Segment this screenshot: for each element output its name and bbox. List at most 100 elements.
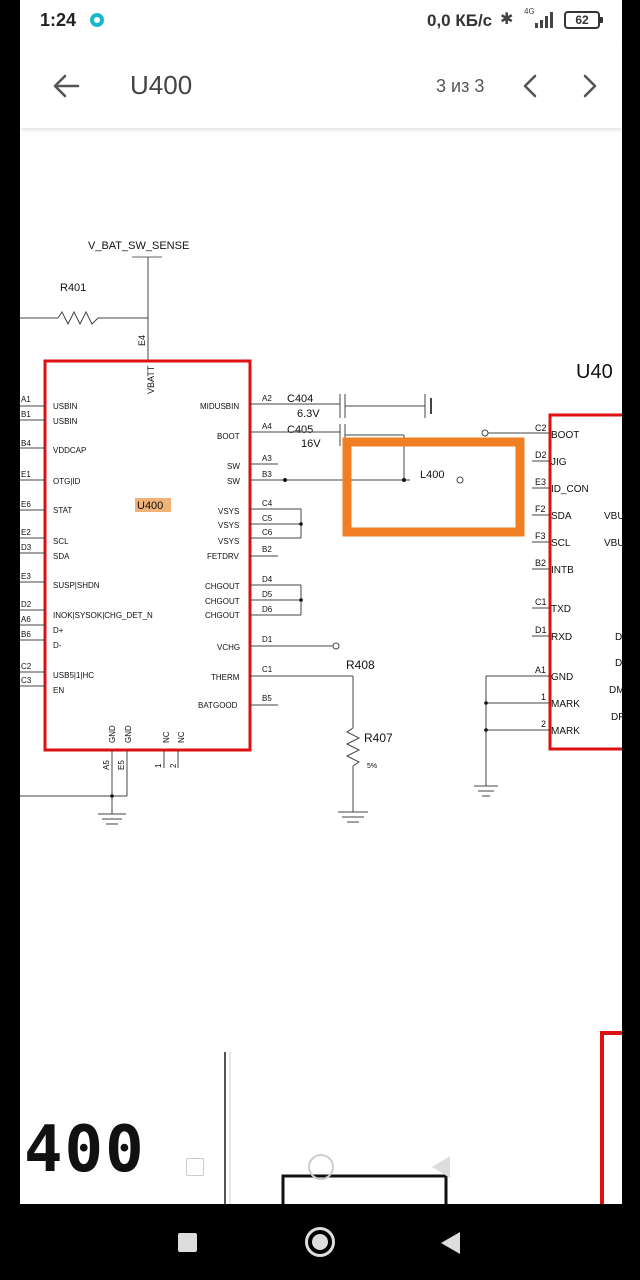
svg-text:E5: E5: [117, 760, 126, 770]
svg-text:MIDUSBIN: MIDUSBIN: [200, 402, 239, 411]
svg-text:MARK: MARK: [551, 726, 580, 737]
svg-text:FETDRV: FETDRV: [207, 552, 240, 561]
ghost-circle-icon: [308, 1154, 334, 1180]
arrow-left-icon[interactable]: [48, 68, 84, 104]
status-bar: 1:24 0,0 КБ/с ✱ 4G 62: [20, 0, 622, 44]
svg-text:INTB: INTB: [551, 565, 574, 576]
svg-text:C1: C1: [535, 597, 547, 607]
svg-text:D-: D-: [53, 641, 62, 650]
system-nav-bar: [0, 1204, 640, 1280]
svg-text:VBU: VBU: [604, 538, 622, 549]
vbatt-label: VBATT: [146, 365, 156, 394]
svg-text:A6: A6: [21, 615, 31, 624]
svg-text:E1: E1: [21, 470, 31, 479]
svg-text:B2: B2: [535, 558, 546, 568]
svg-text:E3: E3: [21, 572, 31, 581]
svg-text:D4: D4: [262, 575, 273, 584]
svg-text:D: D: [615, 632, 622, 643]
svg-text:JIG: JIG: [551, 457, 567, 468]
svg-text:C6: C6: [262, 528, 273, 537]
svg-text:OTG|ID: OTG|ID: [53, 477, 81, 486]
svg-text:VSYS: VSYS: [218, 521, 239, 530]
screen: 1:24 0,0 КБ/с ✱ 4G 62 U400 3 из 3: [20, 0, 622, 1204]
svg-text:EN: EN: [53, 686, 64, 695]
svg-text:D6: D6: [262, 605, 273, 614]
svg-text:D3: D3: [21, 543, 32, 552]
back-icon[interactable]: [441, 1232, 460, 1254]
status-time: 1:24: [40, 10, 77, 30]
r408-label: R408: [346, 658, 375, 672]
svg-text:A1: A1: [535, 665, 546, 675]
svg-text:GND: GND: [108, 725, 117, 743]
svg-text:SUSP|SHDN: SUSP|SHDN: [53, 581, 100, 590]
svg-text:D1: D1: [535, 625, 547, 635]
svg-text:RXD: RXD: [551, 632, 572, 643]
svg-text:DF: DF: [611, 712, 622, 723]
svg-text:B6: B6: [21, 630, 31, 639]
u40-right-label: U40: [576, 361, 613, 383]
svg-text:C3: C3: [21, 676, 32, 685]
svg-text:B2: B2: [262, 545, 272, 554]
recents-icon[interactable]: [178, 1233, 197, 1252]
svg-text:CHGOUT: CHGOUT: [205, 582, 240, 591]
page-fragment-label: 400: [24, 1113, 146, 1187]
bluetooth-icon: ✱: [500, 9, 514, 28]
svg-text:SCL: SCL: [53, 537, 69, 546]
svg-text:C4: C4: [262, 499, 273, 508]
svg-text:SCL: SCL: [551, 538, 571, 549]
net-label: V_BAT_SW_SENSE: [88, 240, 189, 252]
svg-text:E3: E3: [535, 477, 546, 487]
svg-text:VSYS: VSYS: [218, 507, 239, 516]
svg-text:D2: D2: [21, 600, 32, 609]
svg-text:USBIN: USBIN: [53, 417, 78, 426]
svg-text:GND: GND: [124, 725, 133, 743]
app-bar: U400 3 из 3: [20, 44, 622, 128]
chevron-left-icon[interactable]: [517, 68, 543, 104]
ghost-triangle-icon: [432, 1156, 450, 1178]
svg-text:ID_CON: ID_CON: [551, 484, 589, 495]
svg-text:D5: D5: [262, 590, 273, 599]
svg-text:GND: GND: [551, 672, 573, 683]
svg-text:VBU: VBU: [604, 511, 622, 522]
r401-label: R401: [60, 282, 86, 294]
svg-text:F3: F3: [535, 531, 546, 541]
chip-label-bg: [135, 498, 171, 512]
svg-text:BOOT: BOOT: [551, 430, 579, 441]
svg-text:BATGOOD: BATGOOD: [198, 701, 238, 710]
svg-text:A4: A4: [262, 422, 272, 431]
e4-label: E4: [137, 335, 147, 346]
search-result-counter: 3 из 3: [436, 76, 485, 96]
notification-dot-icon: [90, 13, 104, 27]
svg-text:C2: C2: [535, 423, 547, 433]
svg-text:VSYS: VSYS: [218, 537, 239, 546]
c404-value: 6.3V: [297, 408, 320, 420]
svg-text:USBIN: USBIN: [53, 402, 78, 411]
r401-resistor: [57, 310, 99, 326]
u40-right-chip: [548, 413, 622, 751]
svg-text:USB5|1|HC: USB5|1|HC: [53, 671, 94, 680]
r407-resistor: [345, 727, 361, 767]
svg-text:DM: DM: [609, 685, 622, 696]
svg-text:SW: SW: [227, 462, 240, 471]
signal-icon: [535, 12, 553, 28]
svg-text:A1: A1: [21, 395, 31, 404]
svg-text:SDA: SDA: [53, 552, 70, 561]
svg-text:MARK: MARK: [551, 699, 580, 710]
r407-value: 5%: [367, 763, 377, 770]
battery-icon: 62: [564, 11, 603, 29]
ghost-square-icon: [186, 1158, 204, 1176]
chip-label: U400: [137, 500, 163, 512]
svg-text:NC: NC: [162, 731, 171, 743]
home-icon[interactable]: [305, 1227, 335, 1257]
chevron-right-icon[interactable]: [577, 68, 603, 104]
svg-text:D1: D1: [262, 635, 273, 644]
svg-text:SDA: SDA: [551, 511, 572, 522]
c405-value: 16V: [301, 438, 321, 450]
svg-text:BOOT: BOOT: [217, 432, 240, 441]
svg-text:VDDCAP: VDDCAP: [53, 446, 86, 455]
schematic-diagram: V_BAT_SW_SENSE R401 E4 VBATT U400 A1USBI…: [20, 240, 622, 1204]
